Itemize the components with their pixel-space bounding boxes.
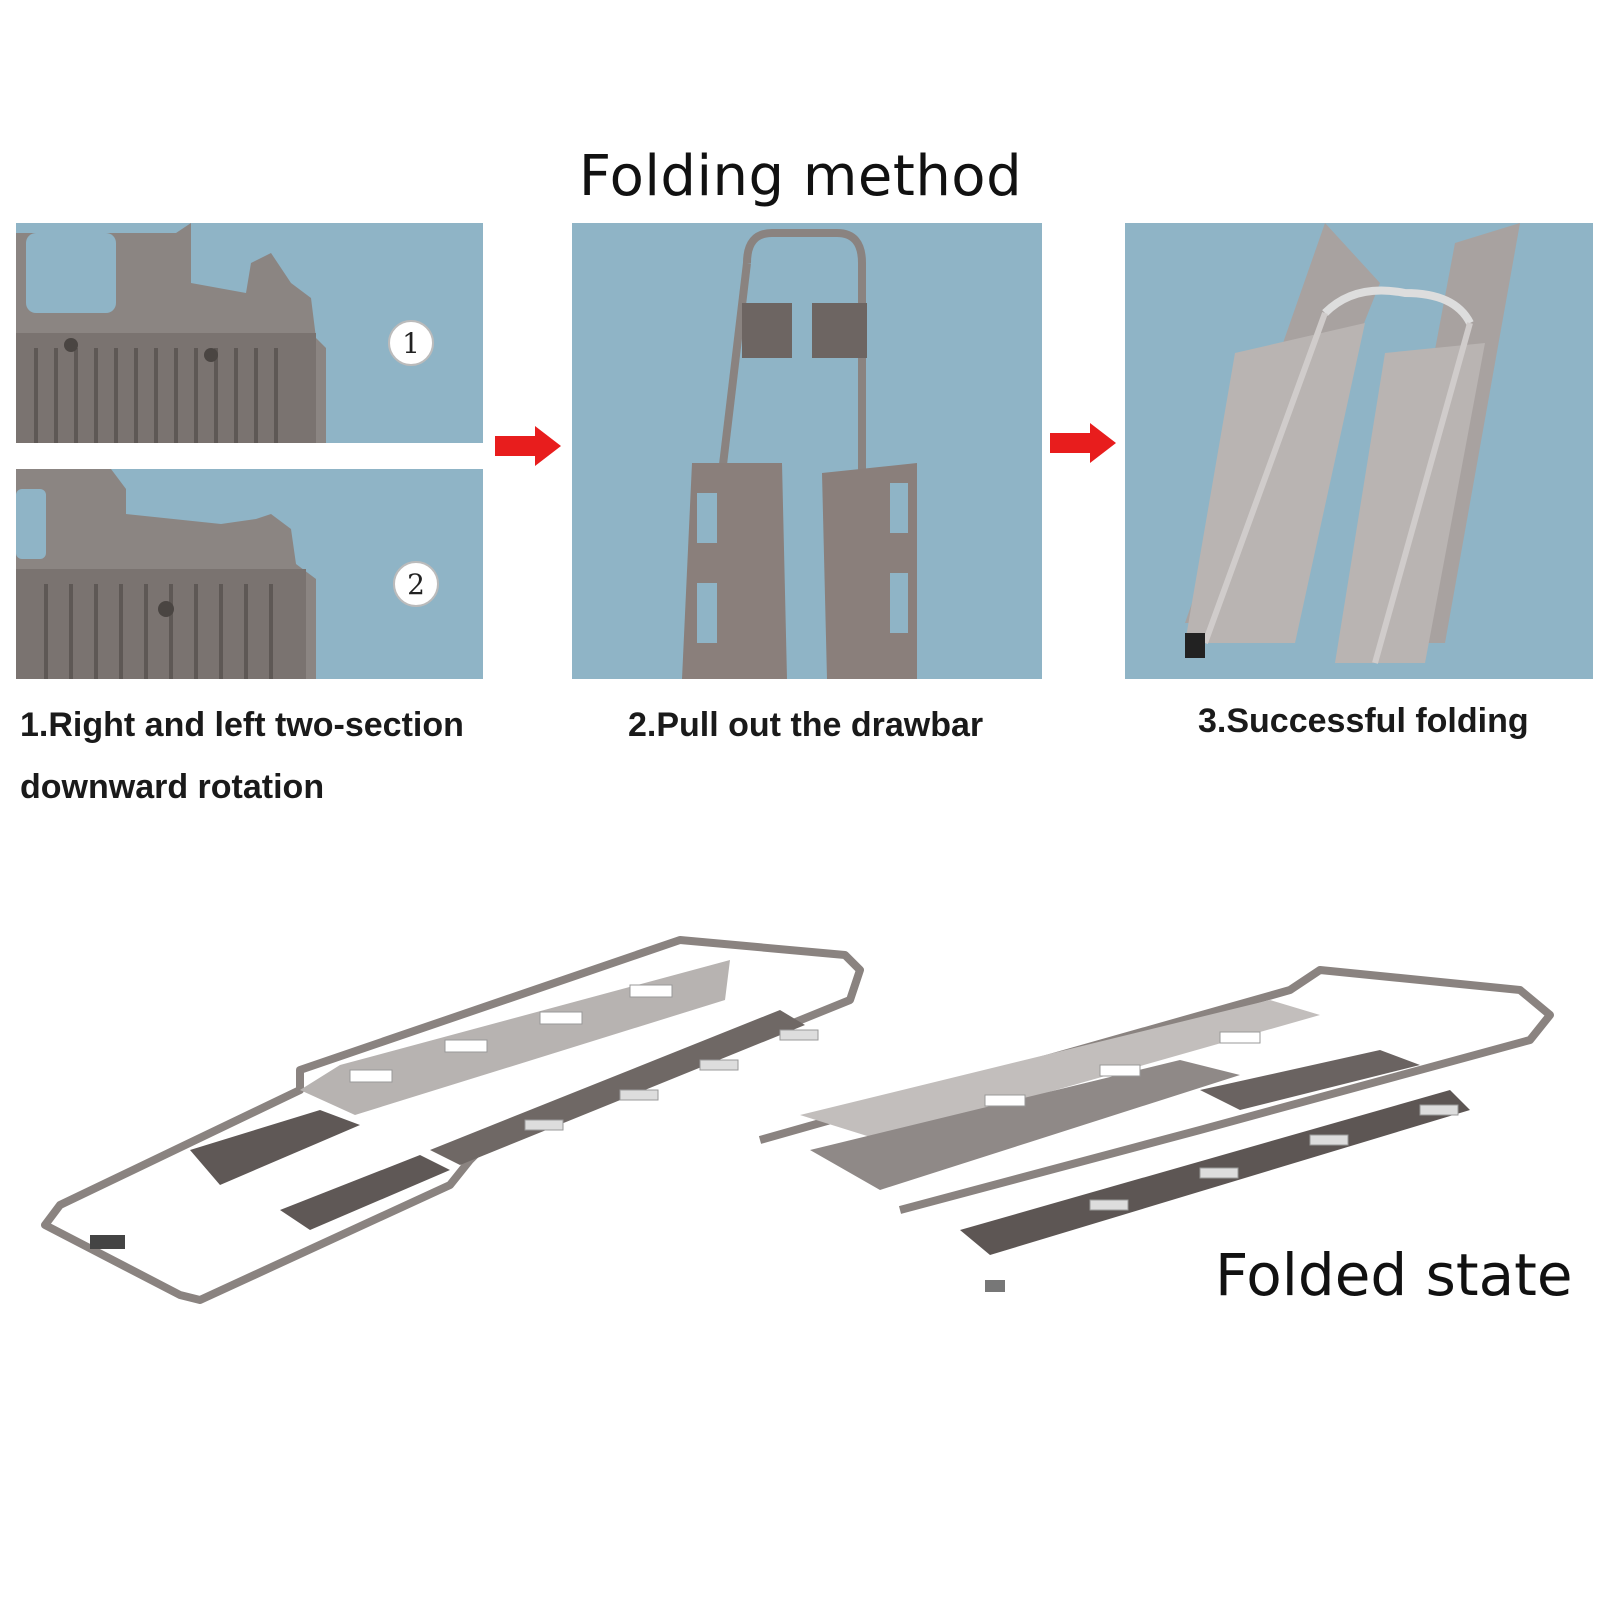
step3-caption: 3.Successful folding bbox=[1198, 702, 1529, 740]
page-title: Folding method bbox=[578, 144, 1023, 209]
step1-caption-line2: downward rotation bbox=[20, 768, 325, 806]
folded-state-label: Folded state bbox=[1215, 1241, 1573, 1309]
step1-photo-bottom: 2 bbox=[16, 469, 483, 679]
svg-text:1: 1 bbox=[402, 327, 420, 360]
stretcher-folded bbox=[758, 966, 1554, 1292]
step-badge-2-icon bbox=[393, 561, 439, 607]
step1-photo-top: 1 bbox=[16, 223, 483, 443]
step3-photo bbox=[1125, 223, 1593, 679]
stretcher-open bbox=[41, 936, 864, 1304]
folded-state-illustration bbox=[41, 936, 1554, 1304]
step2-caption: 2.Pull out the drawbar bbox=[628, 706, 984, 744]
arrow-right-icon bbox=[1050, 423, 1116, 463]
step2-photo bbox=[572, 223, 1042, 679]
svg-text:2: 2 bbox=[407, 568, 425, 601]
arrow-right-icon bbox=[495, 426, 561, 466]
step1-caption-line1: 1.Right and left two-section bbox=[20, 706, 464, 744]
step-badge-1-icon bbox=[388, 320, 434, 366]
